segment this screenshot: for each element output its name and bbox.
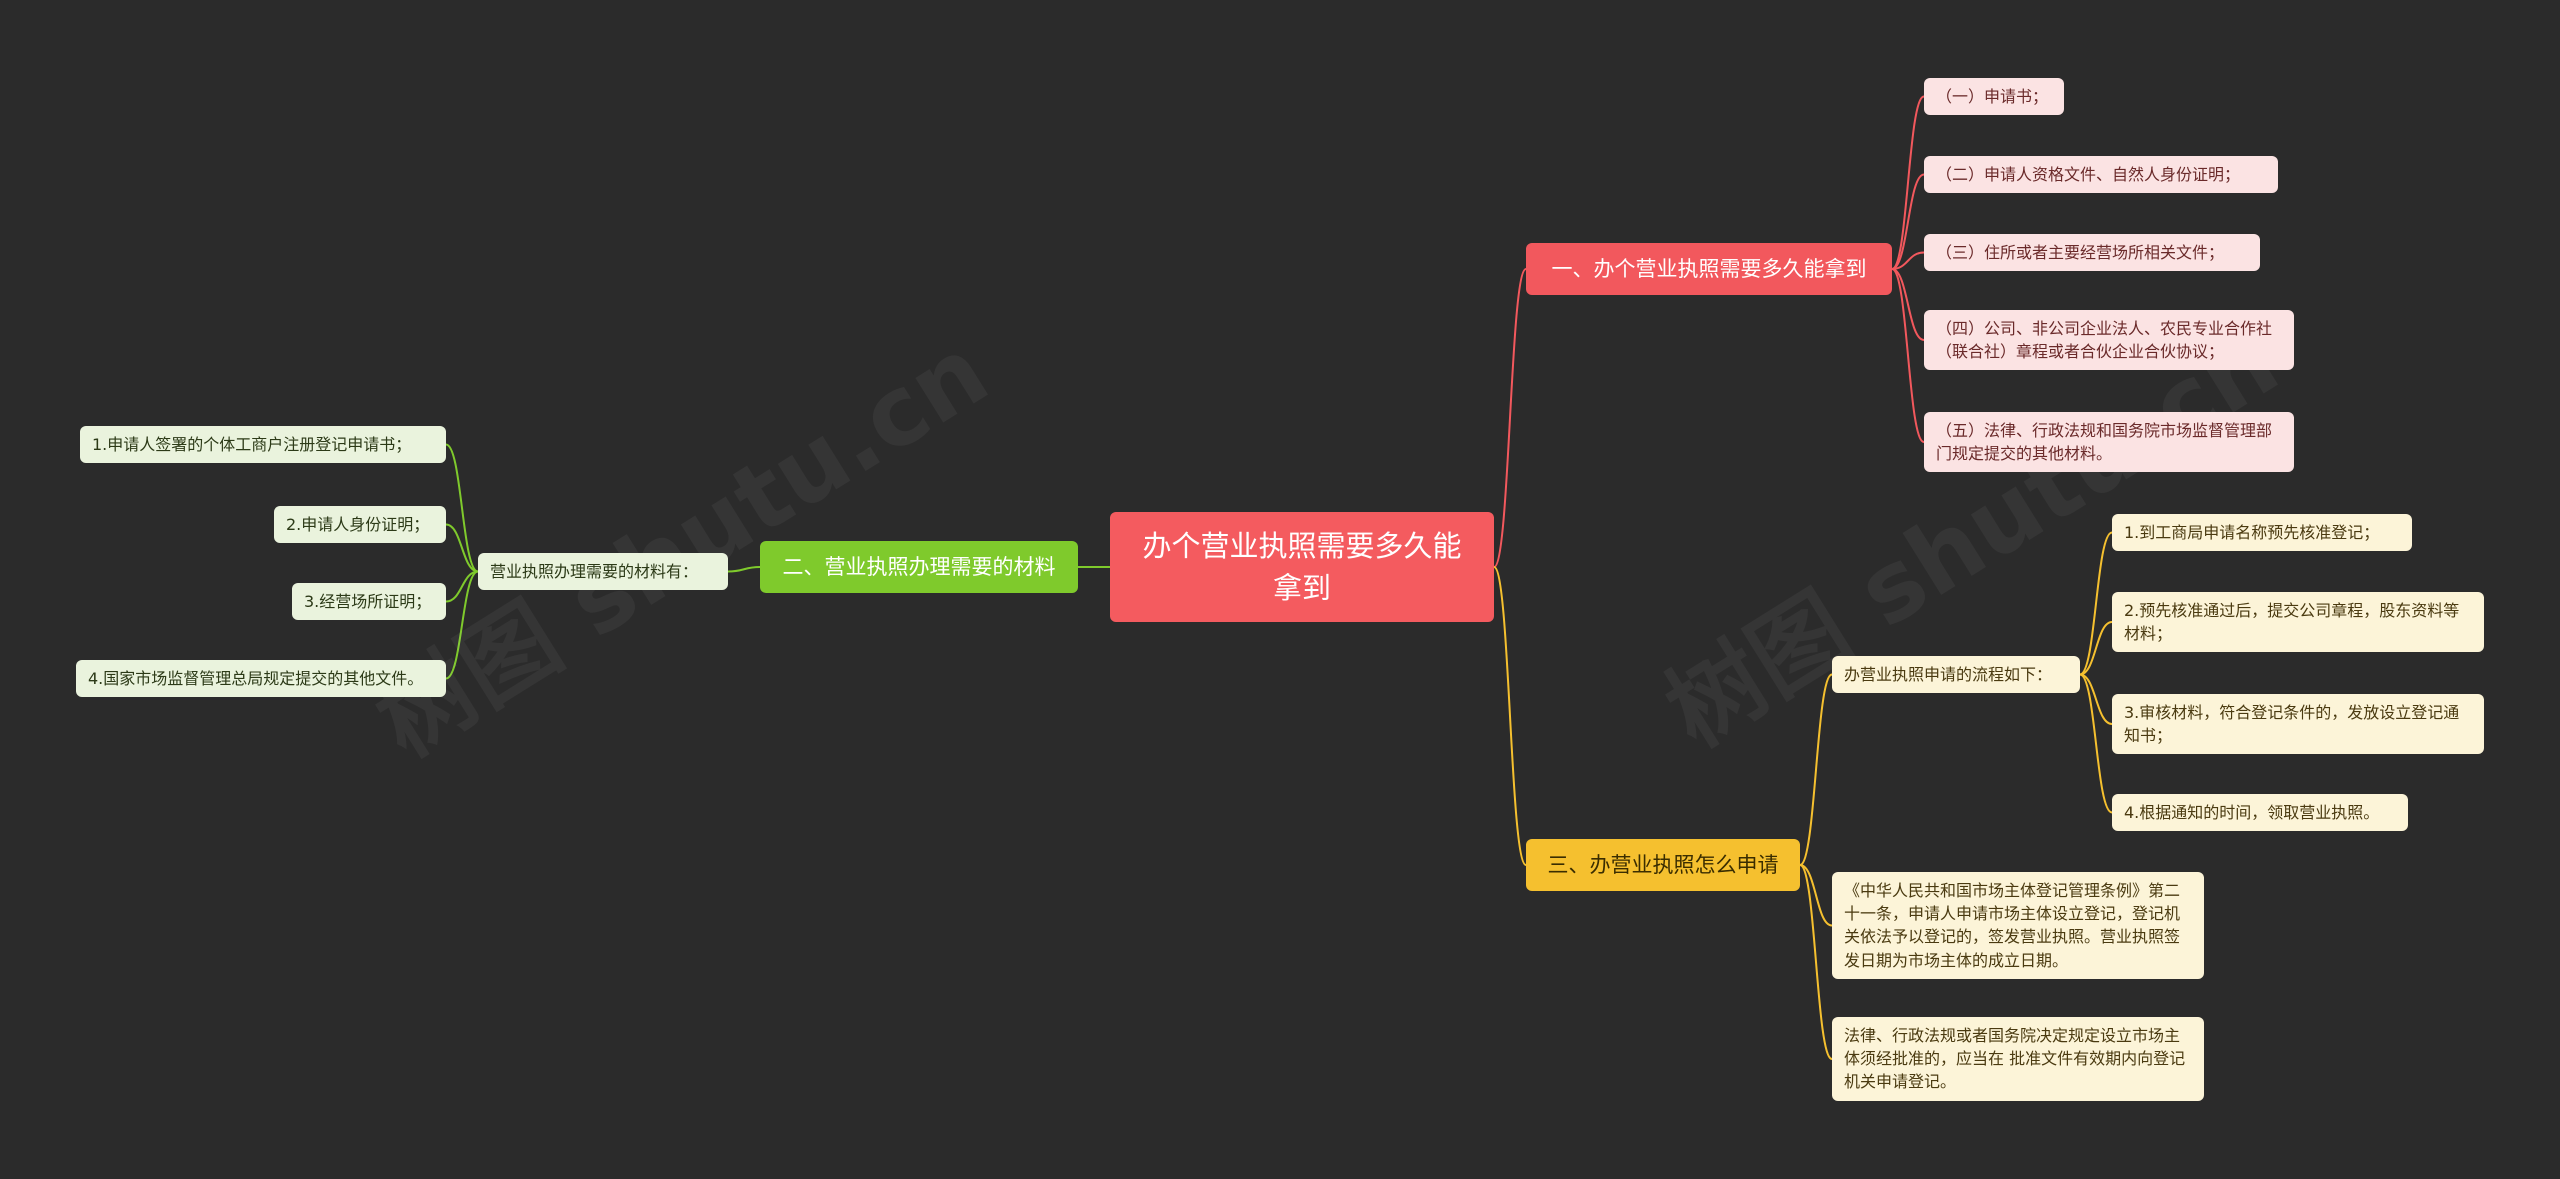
b3-link-3: [1799, 864, 1833, 1060]
b1-link-4: [1891, 268, 1925, 341]
b3-sub-link-4: [2079, 673, 2113, 814]
b1-item-5[interactable]: （五）法律、行政法规和国务院市场监督管理部门规定提交的其他材料。: [1924, 412, 2294, 473]
b3-step-3[interactable]: 3.审核材料，符合登记条件的，发放设立登记通知书；: [2112, 694, 2484, 755]
b3-step-1[interactable]: 1.到工商局申请名称预先核准登记；: [2112, 514, 2412, 552]
b3-subtopic[interactable]: 办营业执照申请的流程如下：: [1832, 656, 2080, 694]
b2-sub-link-4: [445, 570, 479, 680]
b3-sub-link-2: [2079, 621, 2113, 676]
b3-sub-link-1: [2079, 531, 2113, 676]
branch-materials[interactable]: 二、营业执照办理需要的材料: [760, 541, 1078, 593]
b1-link-2: [1891, 173, 1925, 270]
root-topic[interactable]: 办个营业执照需要多久能拿到: [1110, 512, 1494, 622]
b1-item-1[interactable]: （一）申请书；: [1924, 78, 2064, 116]
b3-step-4[interactable]: 4.根据通知的时间，领取营业执照。: [2112, 794, 2408, 832]
b2-item-3[interactable]: 3.经营场所证明；: [292, 583, 446, 621]
b2-link-1: [727, 566, 761, 573]
b1-link-1: [1891, 95, 1925, 270]
b2-sub-link-2: [445, 523, 479, 573]
b3-sub-link-3: [2079, 673, 2113, 725]
b2-sub-link-1: [445, 443, 479, 573]
b2-item-1[interactable]: 1.申请人签署的个体工商户注册登记申请书；: [80, 426, 446, 464]
b1-link-5: [1891, 268, 1925, 443]
b2-item-2[interactable]: 2.申请人身份证明；: [274, 506, 446, 544]
b1-item-3[interactable]: （三）住所或者主要经营场所相关文件；: [1924, 234, 2260, 272]
b2-item-4[interactable]: 4.国家市场监督管理总局规定提交的其他文件。: [76, 660, 446, 698]
b1-item-4[interactable]: （四）公司、非公司企业法人、农民专业合作社（联合社）章程或者合伙企业合伙协议；: [1924, 310, 2294, 371]
b2-subtopic[interactable]: 营业执照办理需要的材料有：: [478, 553, 728, 591]
b3-link-1: [1799, 673, 1833, 866]
b3-step-2[interactable]: 2.预先核准通过后，提交公司章程，股东资料等材料；: [2112, 592, 2484, 653]
b1-link-3: [1891, 251, 1925, 270]
b3-link-2: [1799, 864, 1833, 927]
b3-note-2[interactable]: 法律、行政法规或者国务院决定规定设立市场主体须经批准的，应当在 批准文件有效期内…: [1832, 1017, 2204, 1101]
root-b3-link-1: [1493, 566, 1527, 866]
branch-duration[interactable]: 一、办个营业执照需要多久能拿到: [1526, 243, 1892, 295]
branch-application[interactable]: 三、办营业执照怎么申请: [1526, 839, 1800, 891]
b1-item-2[interactable]: （二）申请人资格文件、自然人身份证明；: [1924, 156, 2278, 194]
b3-note-1[interactable]: 《中华人民共和国市场主体登记管理条例》第二十一条，申请人申请市场主体设立登记，登…: [1832, 872, 2204, 979]
root-b1-link-1: [1493, 268, 1527, 568]
